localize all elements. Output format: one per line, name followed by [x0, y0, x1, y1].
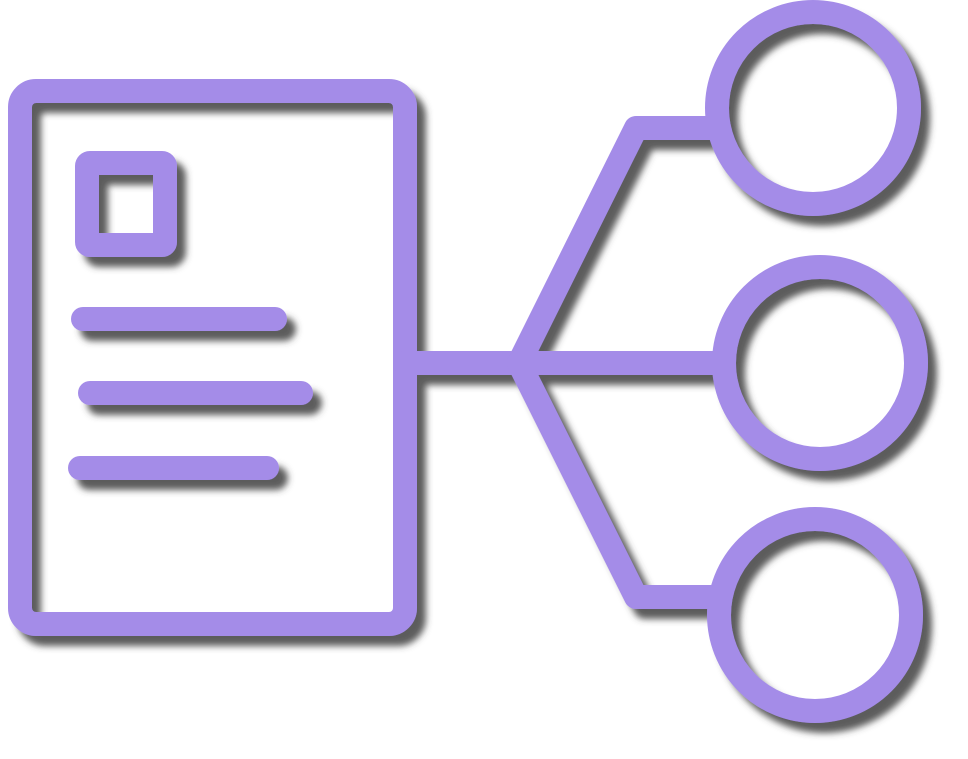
bottom-branch	[507, 351, 730, 609]
top-node-circle	[705, 0, 921, 216]
top-branch	[507, 116, 730, 375]
bottom-node-circle	[707, 507, 923, 723]
middle-node-circle	[712, 255, 928, 471]
square-icon	[75, 151, 177, 257]
